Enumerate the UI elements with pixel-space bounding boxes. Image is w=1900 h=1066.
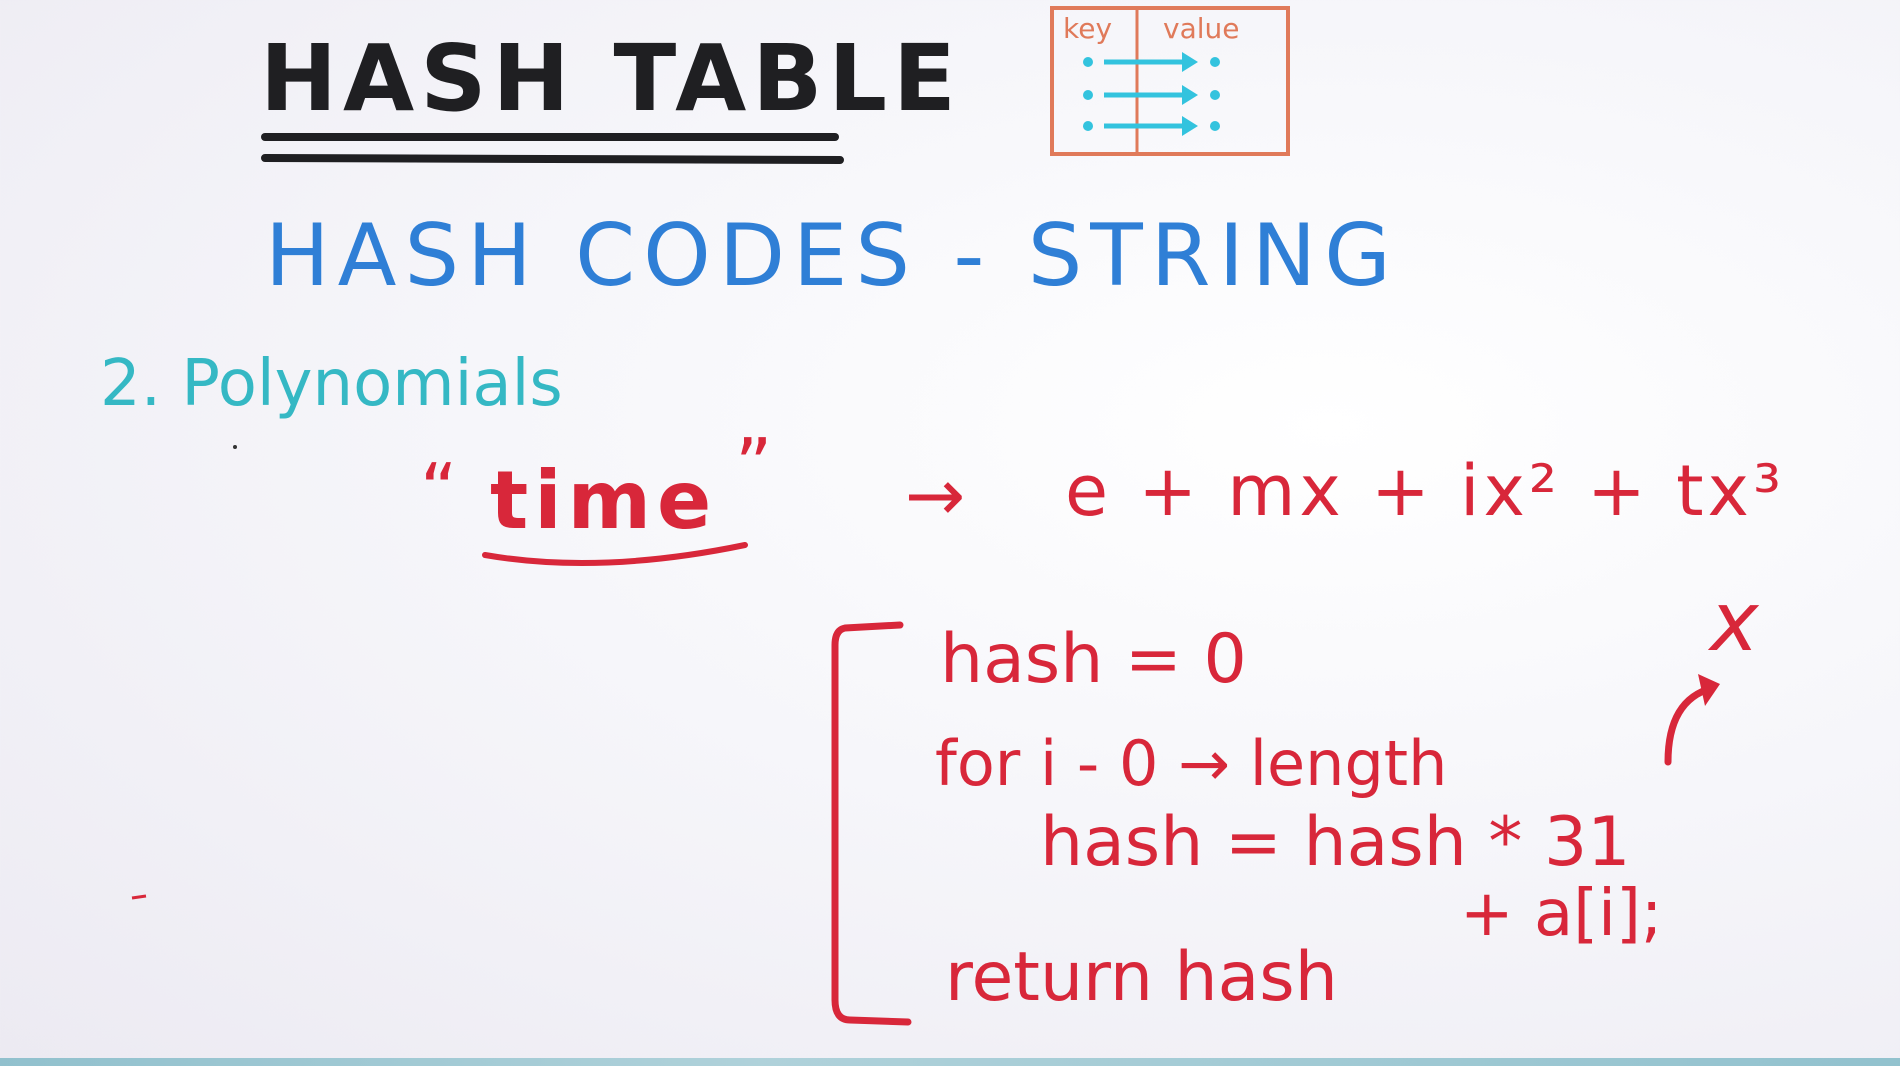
value-label: value	[1163, 12, 1239, 45]
diagram-rows	[1083, 52, 1220, 136]
key-dot	[1083, 57, 1093, 67]
diagram-box	[1050, 6, 1290, 156]
code-line-for-loop: for i - 0 → length	[935, 727, 1447, 800]
marker-speck	[233, 445, 237, 449]
arrow-head	[1182, 85, 1198, 105]
board-bottom-edge	[0, 1058, 1900, 1066]
arrow-head	[1182, 116, 1198, 136]
code-line-hash-update: hash = hash * 31	[1040, 803, 1631, 882]
code-line-return: return hash	[945, 938, 1338, 1017]
mapping-arrow-symbol: →	[905, 453, 965, 537]
quote-open: “	[420, 448, 457, 532]
title: HASH TABLE	[260, 25, 962, 132]
key-value-diagram: key value	[1050, 6, 1290, 156]
code-line-hash-init: hash = 0	[940, 620, 1247, 699]
polynomial: e + mx + ix² + tx³	[1065, 450, 1785, 532]
code-bracket	[831, 621, 912, 1026]
key-dot	[1083, 121, 1093, 131]
value-dot	[1210, 90, 1220, 100]
title-underline-2	[261, 154, 844, 164]
value-dot	[1210, 121, 1220, 131]
value-dot	[1210, 57, 1220, 67]
section-heading: 2. Polynomials	[100, 347, 563, 421]
annotation-arrow-head	[1698, 674, 1720, 706]
quote-close: ”	[735, 423, 772, 507]
key-label: key	[1063, 12, 1112, 45]
word-underline	[482, 542, 748, 566]
example-word: time	[490, 454, 717, 547]
annotation-symbol: x	[1707, 575, 1760, 670]
subtitle: HASH CODES - STRING	[265, 206, 1399, 306]
arrow-head	[1182, 52, 1198, 72]
code-line-add-char: + a[i];	[1460, 877, 1662, 951]
marker-speck	[131, 894, 147, 900]
key-dot	[1083, 90, 1093, 100]
